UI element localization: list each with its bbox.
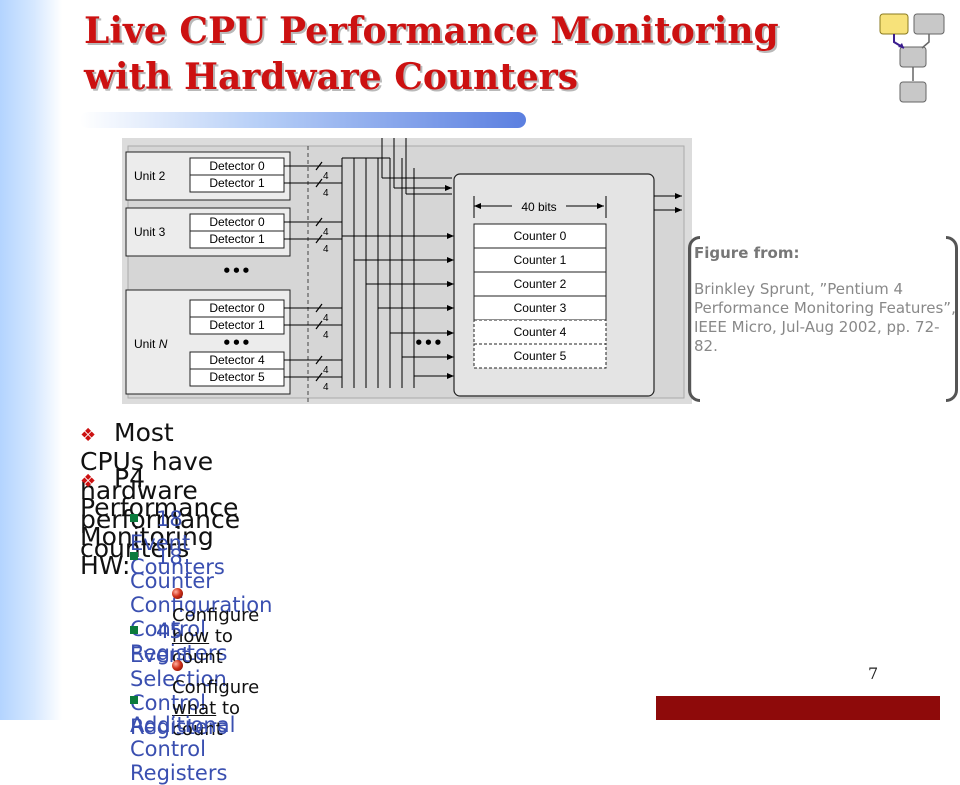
title-line-2: with Hardware Counters xyxy=(84,56,578,98)
bits-label: 40 bits xyxy=(521,200,556,214)
svg-text:4: 4 xyxy=(323,330,329,341)
unit-2-detector-1: Detector 1 xyxy=(209,176,265,190)
slide-title: Live CPU Performance Monitoring with Har… xyxy=(84,8,779,100)
square-bullet-icon xyxy=(130,696,138,704)
unit-3-label: Unit 3 xyxy=(134,225,166,239)
figure-caption: Figure from: Brinkley Sprunt, ”Pentium 4… xyxy=(688,236,960,404)
unit-n-detector-4: Detector 4 xyxy=(209,353,265,367)
caption-heading: Figure from: xyxy=(694,244,800,262)
ellipsis-detectors: ••• xyxy=(222,334,251,352)
square-bullet-icon xyxy=(130,514,138,522)
unit-n-detector-0: Detector 0 xyxy=(209,301,265,315)
diamond-bullet-icon: ❖ xyxy=(80,471,97,492)
footer-red-bar xyxy=(656,696,940,720)
unit-3-detector-1: Detector 1 xyxy=(209,232,265,246)
svg-text:4: 4 xyxy=(323,365,329,376)
caption-citation: Brinkley Sprunt, ”Pentium 4 Performance … xyxy=(694,280,956,355)
unit-n-label: Unit N xyxy=(134,337,168,351)
title-line-1: Live CPU Performance Monitoring xyxy=(84,10,779,52)
page-number: 7 xyxy=(868,664,879,683)
counter-1: Counter 1 xyxy=(514,253,567,267)
unit-n-detector-1: Detector 1 xyxy=(209,318,265,332)
bullet-p4-hw: ❖P4 Performance Monitoring HW: xyxy=(80,464,239,580)
unit-n-detector-5: Detector 5 xyxy=(209,370,265,384)
diamond-bullet-icon: ❖ xyxy=(80,425,97,446)
svg-text:4: 4 xyxy=(323,244,329,255)
svg-text:4: 4 xyxy=(323,171,329,182)
ellipsis-lines: ••• xyxy=(414,334,443,352)
ellipsis-units: ••• xyxy=(222,262,251,280)
svg-text:4: 4 xyxy=(323,313,329,324)
crossbar-to-counter-arrows xyxy=(342,233,454,379)
caption-bracket-left xyxy=(688,236,700,402)
top-feed-lines xyxy=(381,138,452,195)
counter-5: Counter 5 xyxy=(514,349,567,363)
crossbar-lines xyxy=(341,157,415,388)
sub-bullet-additional: Additional Control Registers xyxy=(130,689,235,785)
svg-text:4: 4 xyxy=(323,188,329,199)
detector-bus-lines xyxy=(284,165,342,378)
unit-3-detector-0: Detector 0 xyxy=(209,215,265,229)
counter-3: Counter 3 xyxy=(514,301,567,315)
sub-bullet-cccr: 18 Counter Configuration Control Registe… xyxy=(130,545,273,665)
unit-2-detector-0: Detector 0 xyxy=(209,159,265,173)
sub-sub-bullet-how: Configure how to count xyxy=(172,584,259,668)
counter-2: Counter 2 xyxy=(514,277,567,291)
square-bullet-icon xyxy=(130,626,138,634)
title-underline-bar xyxy=(80,112,526,128)
output-arrows xyxy=(654,193,682,213)
counter-0: Counter 0 xyxy=(514,229,567,243)
ball-bullet-icon xyxy=(172,587,183,599)
unit-2-label: Unit 2 xyxy=(134,169,166,183)
bus-slash-marks xyxy=(315,161,323,382)
svg-text:4: 4 xyxy=(323,227,329,238)
svg-text:4: 4 xyxy=(323,382,329,393)
ball-bullet-icon xyxy=(172,659,183,671)
bus-width-labels: 4 4 4 4 4 4 4 4 xyxy=(323,171,329,393)
counter-4: Counter 4 xyxy=(514,325,567,339)
sub-bullet-event-counters: 18 Event Counters xyxy=(130,507,225,579)
square-bullet-icon xyxy=(130,552,138,560)
flowchart-logo-icon xyxy=(879,13,945,103)
performance-counter-diagram: Unit 2 Detector 0 Detector 1 Unit 3 Dete… xyxy=(122,138,692,404)
left-gradient-band xyxy=(0,0,62,720)
